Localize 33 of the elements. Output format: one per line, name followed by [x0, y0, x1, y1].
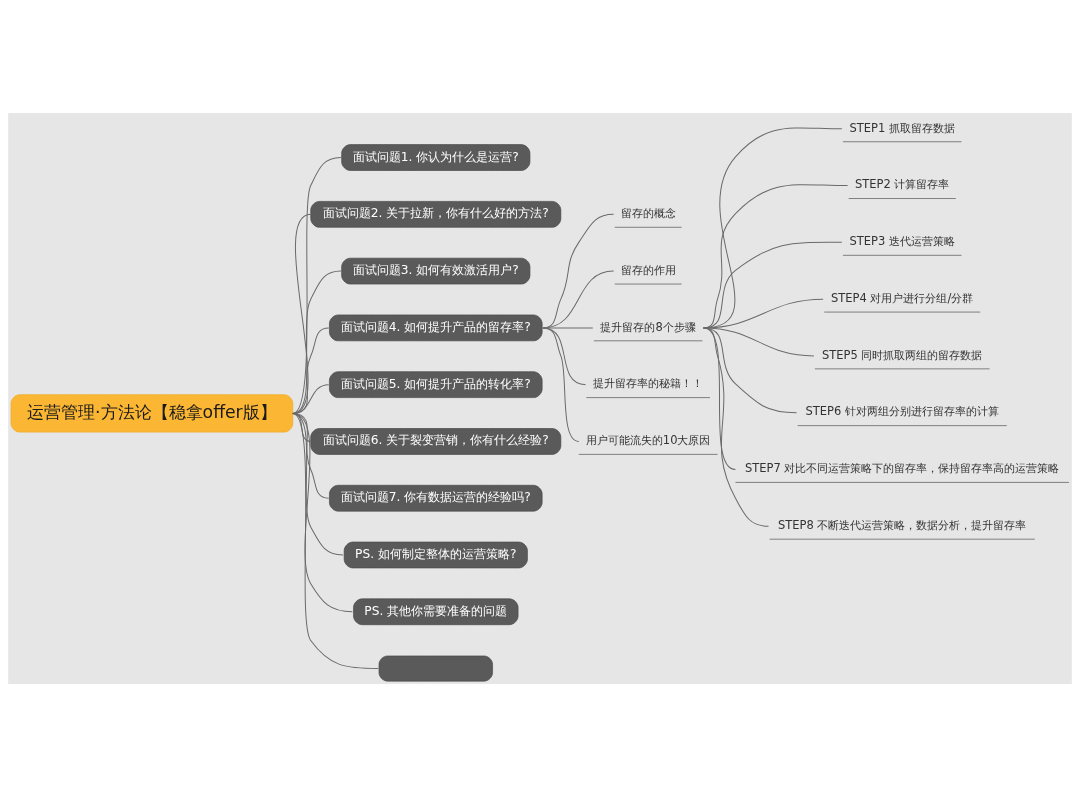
node-text: 留存的概念 — [620, 205, 676, 220]
node-text: 提升留存的8个步骤 — [600, 319, 696, 334]
node-text: STEP7 对比不同运营策略下的留存率，保持留存率高的运营策略 — [744, 460, 1060, 475]
node-box — [378, 655, 493, 681]
connector — [292, 213, 312, 414]
node-box: 面试问题3. 如何有效激活用户? — [341, 257, 531, 284]
node-text: STEP3 迭代运营策略 — [849, 233, 955, 248]
node-box: 面试问题5. 如何提升产品的转化率? — [329, 370, 543, 398]
node-text: STEP5 同时抓取两组的留存数据 — [821, 347, 983, 362]
connector — [703, 326, 770, 527]
node-text: 提升留存率的秘籍！！ — [593, 375, 704, 390]
node-text: STEP2 计算留存率 — [854, 176, 950, 191]
node-text: STEP1 抓取留存数据 — [849, 120, 955, 135]
node-box: 面试问题1. 你认为什么是运营? — [341, 143, 531, 171]
node-box: 面试问题6. 关于裂变营销，你有什么经验? — [310, 427, 562, 455]
connector — [292, 412, 353, 612]
node-box: PS. 其他你需要准备的问题 — [353, 598, 519, 625]
node-text: STEP6 针对两组分别进行留存率的计算 — [805, 403, 999, 418]
node-text: 用户可能流失的10大原因 — [585, 432, 711, 447]
connector — [292, 156, 342, 414]
node-text: STEP8 不断迭代运营策略，数据分析，提升留存率 — [777, 517, 1027, 532]
node-box: 面试问题4. 如何提升产品的留存率? — [329, 314, 543, 341]
connector — [542, 326, 580, 442]
connector — [292, 326, 330, 414]
connector — [292, 412, 379, 669]
node-box: 面试问题2. 关于拉新，你有什么好的方法? — [310, 200, 562, 228]
node-text: STEP4 对用户进行分组/分群 — [831, 290, 974, 305]
node-box: PS. 如何制定整体的运营策略? — [343, 541, 528, 568]
node-text: 留存的作用 — [620, 262, 676, 277]
connector — [703, 326, 815, 356]
node-box: 面试问题7. 你有数据运营的经验吗? — [329, 484, 543, 511]
node-box: 运营管理·方法论【稳拿offer版】 — [10, 393, 294, 432]
connector — [292, 270, 342, 414]
